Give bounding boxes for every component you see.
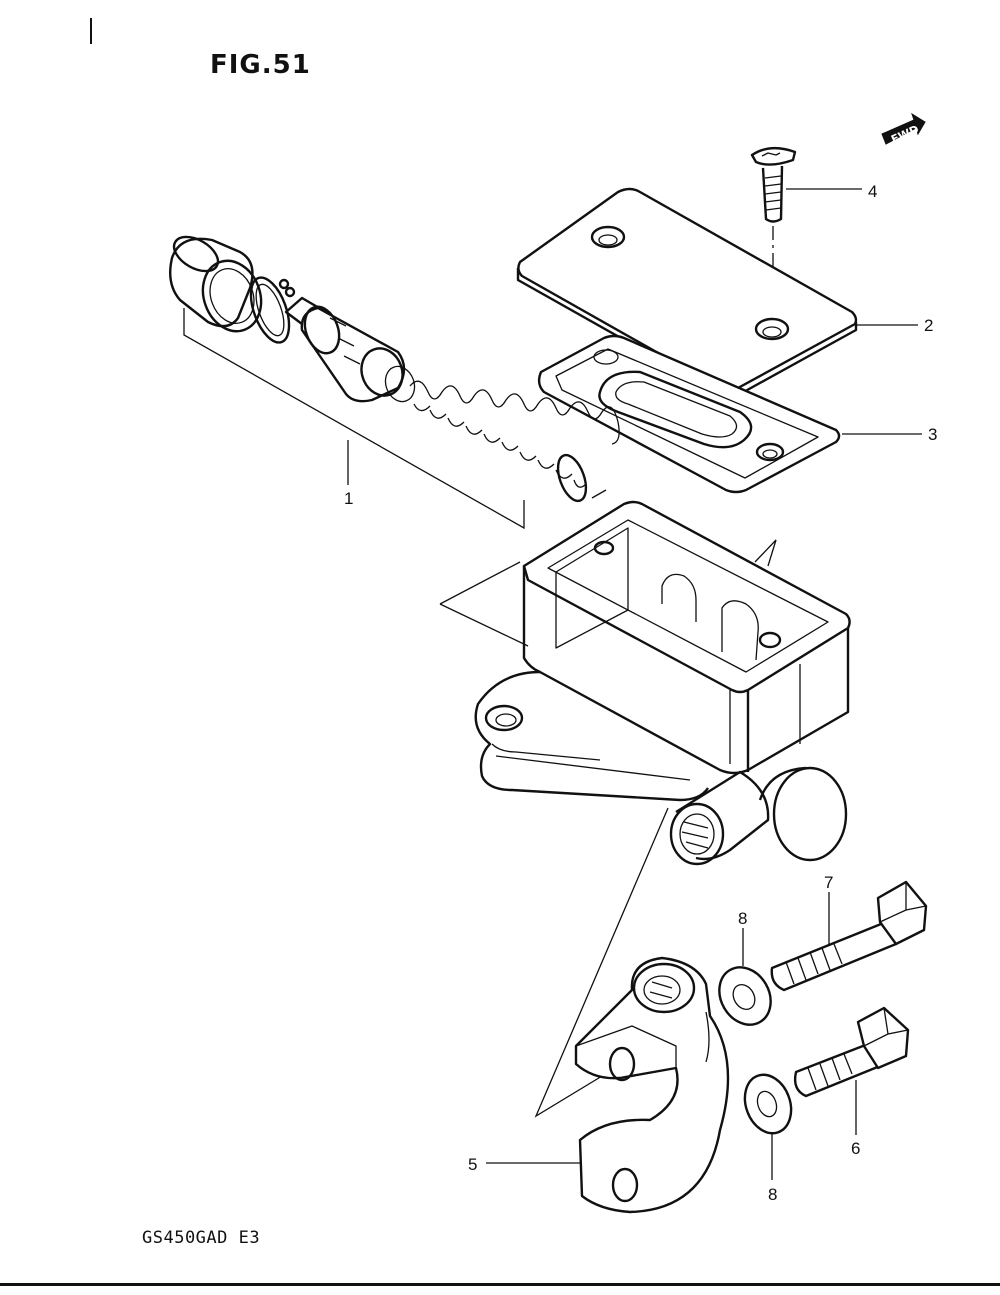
diaphragm-part-3: [537, 334, 841, 494]
model-code: GS450GAD E3: [142, 1228, 261, 1248]
bracket-1: [183, 308, 525, 530]
holder-part-5: [574, 956, 730, 1214]
assembly-line-c: [439, 603, 529, 647]
bottom-border-line: [0, 1283, 1000, 1286]
assembly-line-a: [591, 489, 607, 499]
washer-part-8-upper: [718, 966, 772, 1026]
assembly-line-b: [439, 561, 521, 605]
master-cylinder-body: [474, 500, 851, 866]
screw-part-4: [750, 147, 797, 223]
callout-2: 2: [924, 316, 934, 335]
fwd-arrow-icon: FWD: [881, 112, 926, 146]
callout-7: 7: [824, 873, 834, 892]
callout-8-lower: 8: [768, 1185, 778, 1204]
callout-4: 4: [868, 182, 878, 201]
callout-3: 3: [928, 425, 938, 444]
washer-part-8-lower: [743, 1073, 793, 1135]
callout-8-upper: 8: [738, 909, 748, 928]
bolt-part-6: [793, 1006, 910, 1098]
callout-1: 1: [344, 489, 354, 508]
bolt-part-7: [770, 880, 928, 992]
corner-tick-mark: [90, 18, 92, 44]
callout-6: 6: [851, 1139, 861, 1158]
callout-5: 5: [468, 1155, 478, 1174]
piston-set-part-1: [169, 235, 620, 503]
assembly-line-d: [754, 539, 777, 567]
assembly-line-e: [534, 807, 669, 1118]
figure-title: FIG.51: [210, 50, 311, 80]
